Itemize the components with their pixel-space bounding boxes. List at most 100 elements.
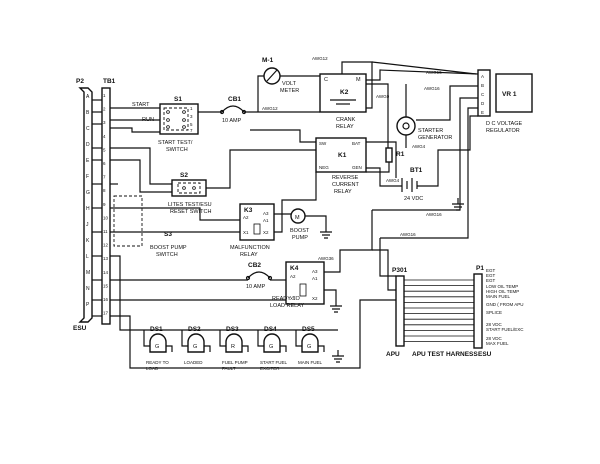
apu-label: APU xyxy=(386,351,400,358)
svg-text:BOOST PUMP: BOOST PUMP xyxy=(150,245,187,251)
tb1-pin: 1 xyxy=(103,93,106,98)
p2-pin: B xyxy=(86,110,90,116)
harness-signal: SPLICE xyxy=(486,310,502,315)
tb1-pin: 13 xyxy=(103,256,109,261)
p2-pin: E xyxy=(86,158,90,164)
svg-text:X2: X2 xyxy=(263,230,269,235)
lites-test-esu-reset-switch-s2: S2 LITES TEST/ESU RESET SWITCH xyxy=(168,172,212,215)
p2-pin: F xyxy=(86,174,89,180)
svg-text:STARTER: STARTER xyxy=(418,128,443,134)
svg-text:A3: A3 xyxy=(312,269,318,274)
svg-text:C: C xyxy=(324,77,328,83)
svg-text:X1: X1 xyxy=(290,296,296,301)
vr-pin: C xyxy=(481,92,485,97)
cb2-rating: 10 AMP xyxy=(246,284,266,290)
svg-text:REVERSE: REVERSE xyxy=(332,175,359,181)
k3-id: K3 xyxy=(244,207,253,214)
s2-id: S2 xyxy=(180,172,188,179)
svg-text:READY TO: READY TO xyxy=(272,296,301,302)
tb1-pin: 2 xyxy=(103,107,106,112)
tb1-pin: 16 xyxy=(103,297,109,302)
tb1-pin: 5 xyxy=(103,147,106,152)
esu-left-label: ESU xyxy=(73,325,87,332)
meter-id: M-1 xyxy=(262,57,274,64)
svg-text:A2: A2 xyxy=(243,215,249,220)
lamp-symbol: G xyxy=(155,344,159,350)
svg-text:CRANK: CRANK xyxy=(336,117,356,123)
wire-network xyxy=(92,61,479,369)
harness-signal: EGT xyxy=(486,273,496,278)
tb1-pin: 10 xyxy=(103,215,109,220)
lamp-label: READY TO xyxy=(146,360,169,365)
harness-signal: 28 VDC xyxy=(486,322,503,327)
svg-text:A1: A1 xyxy=(312,276,318,281)
tb1-pin: 3 xyxy=(103,120,106,125)
p2-pin: J xyxy=(86,222,89,228)
vr-pin: D xyxy=(481,101,485,106)
lamp-label: LOADED xyxy=(184,360,203,365)
svg-text:LOAD RELAY: LOAD RELAY xyxy=(270,303,304,309)
harness-lines xyxy=(404,279,474,343)
svg-text:AWG16: AWG16 xyxy=(426,212,442,217)
malfunction-relay-k3: K3 A3 A2 A1 X1 X2 MALFUNCTION RELAY xyxy=(230,203,275,258)
tb1-pin: 17 xyxy=(103,311,109,316)
harness-signal: MAIN FUEL xyxy=(486,294,511,299)
tb1-label: TB1 xyxy=(103,78,116,85)
p2-pin: M xyxy=(86,270,90,276)
boost-pump-switch-s3: S3 BOOST PUMP SWITCH xyxy=(150,231,187,258)
p2-pin: G xyxy=(86,190,90,196)
svg-text:7: 7 xyxy=(190,128,193,133)
tb1-pin: 7 xyxy=(103,175,106,180)
svg-text:MALFUNCTION: MALFUNCTION xyxy=(230,245,270,251)
svg-text:X1: X1 xyxy=(243,230,249,235)
start-label: START xyxy=(132,102,150,108)
svg-text:A3: A3 xyxy=(263,211,269,216)
svg-text:A2: A2 xyxy=(290,274,296,279)
p2-pin: P xyxy=(86,302,90,308)
svg-text:BOOST: BOOST xyxy=(290,228,310,234)
svg-text:GENERATOR: GENERATOR xyxy=(418,135,452,141)
lamp-symbol: G xyxy=(307,344,311,350)
k2-id: K2 xyxy=(340,89,349,96)
cb1-id: CB1 xyxy=(228,96,241,103)
k1-id: K1 xyxy=(338,152,347,159)
tb1-pin: 11 xyxy=(103,229,108,234)
svg-text:AWG12: AWG12 xyxy=(312,56,328,61)
svg-text:1: 1 xyxy=(190,106,193,111)
reverse-current-relay-k1: SW BAT K1 NEG GEN REVERSE CURRENT RELAY xyxy=(315,137,367,195)
svg-text:SWITCH: SWITCH xyxy=(156,252,178,258)
tb1-pin: 12 xyxy=(103,243,109,248)
svg-text:METER: METER xyxy=(280,88,299,94)
circuit-breaker-cb2: CB2 10 AMP xyxy=(245,262,273,290)
tb1-pin: 4 xyxy=(103,134,106,139)
wire-labels: AWG12 AWG12 AWG16 AWG16 AWG16 AWG16 AWG4… xyxy=(262,56,442,261)
svg-text:VOLT: VOLT xyxy=(282,81,297,87)
vr1-id: VR 1 xyxy=(502,91,517,98)
svg-text:AWG16: AWG16 xyxy=(426,70,442,75)
s3-id: S3 xyxy=(164,231,172,238)
svg-text:AWG4: AWG4 xyxy=(412,144,426,149)
s1-label-line1: START TEST/ xyxy=(158,140,193,146)
r1-id: R1 xyxy=(396,151,405,158)
harness-label: APU TEST HARNESS xyxy=(412,351,478,358)
svg-text:X2: X2 xyxy=(312,296,318,301)
svg-text:PUMP: PUMP xyxy=(292,235,308,241)
lamp-symbol: G xyxy=(269,344,273,350)
svg-text:5: 5 xyxy=(190,122,193,127)
circuit-breaker-cb1: CB1 10 AMP xyxy=(219,96,247,124)
svg-text:AWG4: AWG4 xyxy=(386,178,400,183)
harness-signal: MAX FUEL xyxy=(486,341,509,346)
svg-text:AWG12: AWG12 xyxy=(262,106,278,111)
